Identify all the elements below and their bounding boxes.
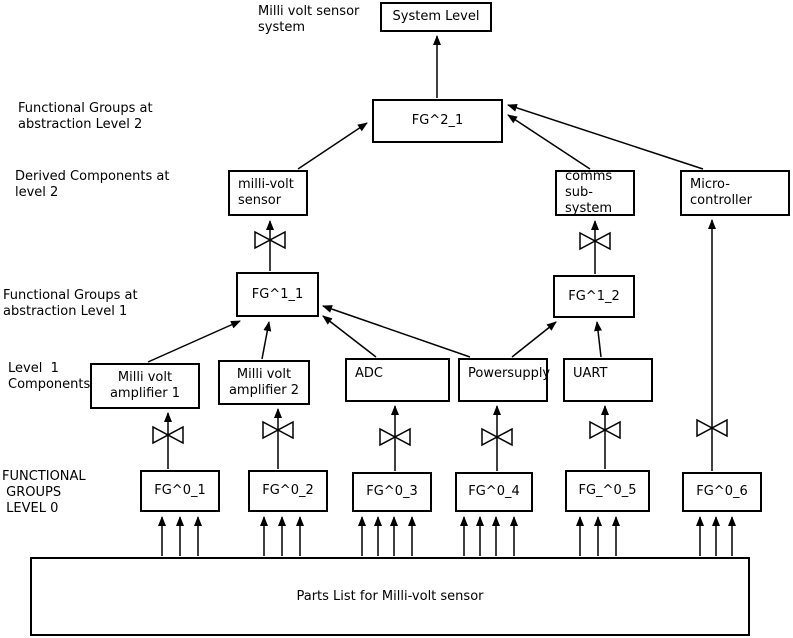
node-uart: UART (563, 358, 653, 402)
node-system-level: System Level (380, 2, 492, 32)
node-fg1-1: FG^1_1 (236, 272, 319, 317)
node-fg0-1: FG^0_1 (140, 470, 220, 512)
bowtie-icon (481, 427, 513, 447)
node-milli-volt-amplifier-1: Milli volt amplifier 1 (90, 363, 200, 409)
bowtie-icon (696, 418, 728, 438)
node-milli-volt-amplifier-2: Milli volt amplifier 2 (218, 360, 310, 405)
bowtie-icon (589, 420, 621, 440)
node-fg2-1: FG^2_1 (372, 99, 503, 143)
node-fg1-2: FG^1_2 (553, 275, 635, 318)
node-adc: ADC (345, 358, 450, 402)
node-comms-subsystem: comms sub-system (555, 169, 635, 216)
label-derived-components-level2: Derived Components at level 2 (15, 169, 170, 200)
diagram-title: Milli volt sensor system (258, 4, 360, 35)
bowtie-symbols (152, 230, 728, 447)
node-fg0-5: FG_^0_5 (565, 470, 650, 512)
label-functional-groups-level1: Functional Groups at abstraction Level 1 (3, 288, 138, 319)
parts-list-arrows (158, 516, 736, 556)
connector-arrows (147, 35, 716, 471)
node-micro-controller: Micro- controller (680, 170, 790, 216)
label-level1-components: Level 1 Components (8, 361, 91, 392)
node-fg0-3: FG^0_3 (352, 472, 432, 512)
bowtie-icon (262, 420, 294, 440)
label-functional-groups-level0: FUNCTIONAL GROUPS LEVEL 0 (2, 469, 86, 516)
node-powersupply: Powersupply (458, 358, 550, 402)
bowtie-icon (254, 230, 286, 250)
node-parts-list: Parts List for Milli-volt sensor (30, 557, 750, 636)
label-functional-groups-level2: Functional Groups at abstraction Level 2 (18, 101, 153, 132)
bowtie-icon (579, 231, 611, 251)
node-fg0-6: FG^0_6 (682, 472, 762, 512)
node-fg0-4: FG^0_4 (455, 472, 533, 512)
node-milli-volt-sensor: milli-volt sensor (228, 170, 308, 216)
bowtie-icon (152, 425, 184, 445)
bowtie-icon (379, 427, 411, 447)
node-fg0-2: FG^0_2 (248, 470, 328, 512)
